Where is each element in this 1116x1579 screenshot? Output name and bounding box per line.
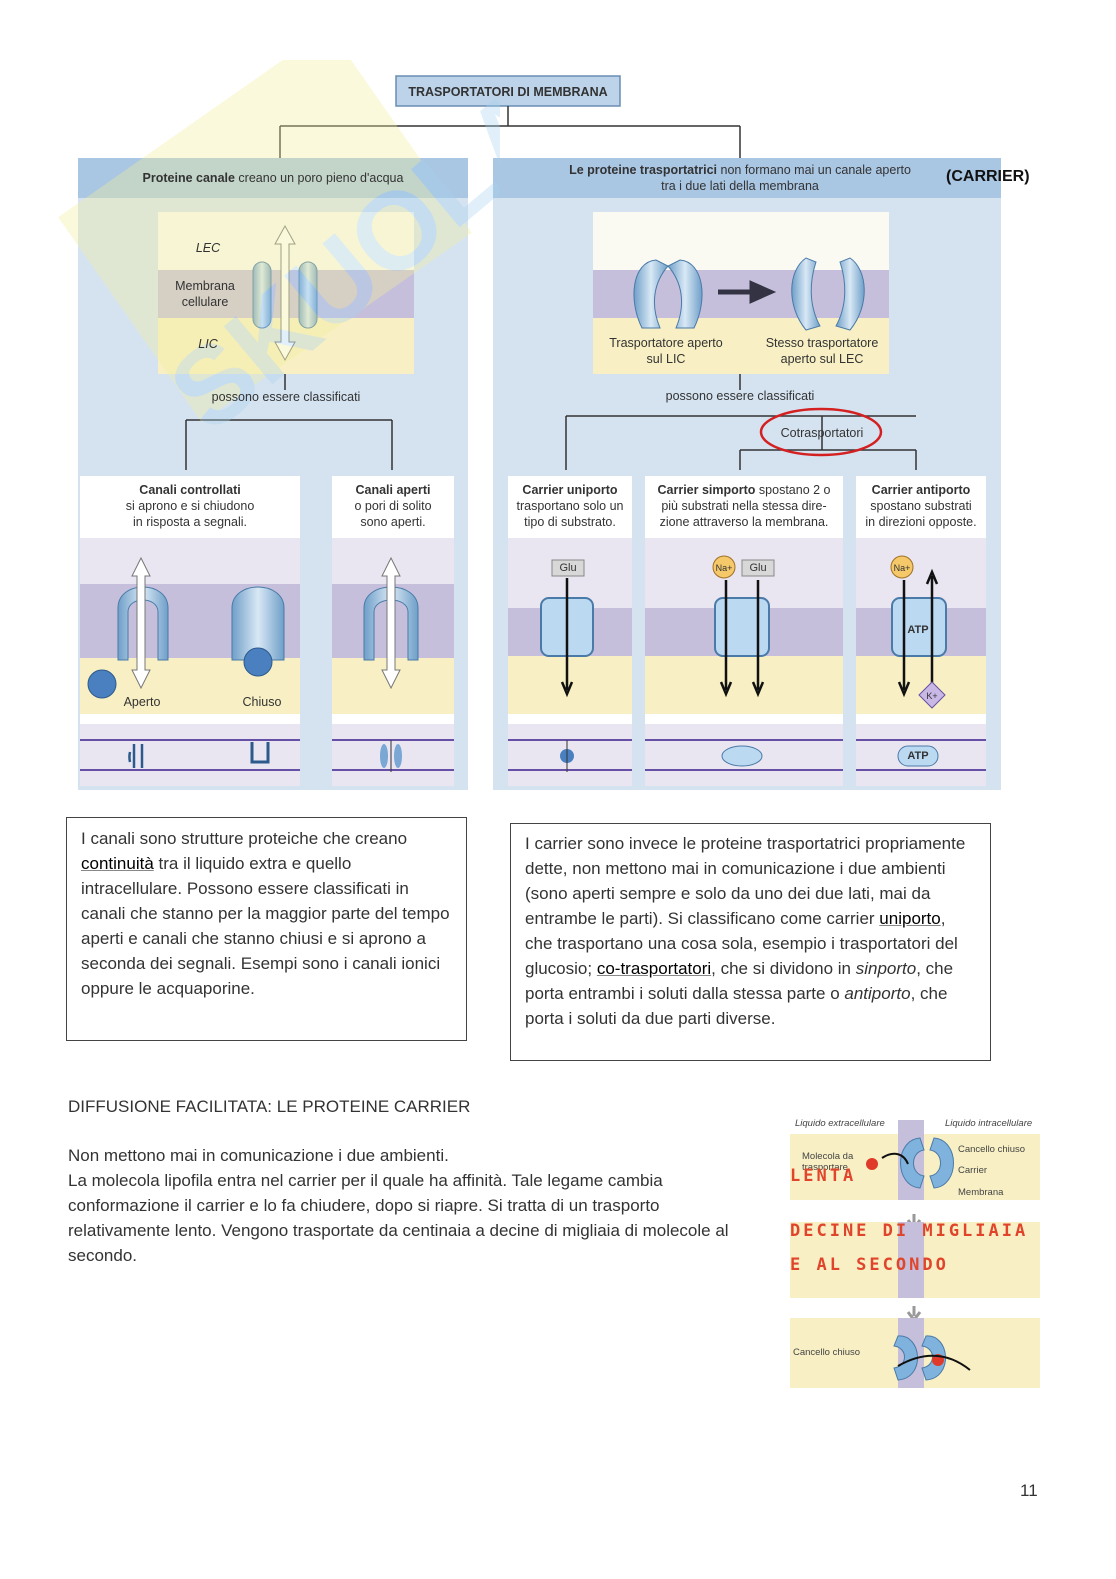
uniport-desc-2: tipo di substrato. xyxy=(524,515,616,529)
box-left-text-1: I canali sono strutture proteiche che cr… xyxy=(81,829,407,848)
atp-label-bottom: ATP xyxy=(898,748,938,764)
gated-desc-2: in risposta a segnali. xyxy=(133,515,247,529)
right-header-rest-1: non formano mai un canale aperto xyxy=(717,163,911,177)
side-membrana: Membrana xyxy=(958,1187,1003,1198)
same-transport: Stesso trasportatore aperto sul LEC xyxy=(752,335,892,367)
right-panel-header-text: Le proteine trasportatrici non formano m… xyxy=(530,162,950,194)
open-title: Canali aperti xyxy=(355,483,430,497)
uniport-caption: Carrier uniporto trasportano solo un tip… xyxy=(508,482,632,530)
box-right-italic-1: sinporto xyxy=(856,959,916,978)
symport-desc-2: più substrati nella stessa dire- xyxy=(661,499,826,513)
section-line-1: Non mettono mai in comunicazione i due a… xyxy=(68,1143,748,1168)
box-right-bold-2: co-trasportatori xyxy=(597,959,711,978)
box-right-text-3: , che si dividono in xyxy=(711,959,856,978)
side-extra: Liquido extracellulare xyxy=(795,1118,885,1129)
symport-desc-3: zione attraverso la membrana. xyxy=(660,515,829,529)
side-molecola-1: Molecola da xyxy=(802,1151,853,1162)
symport-caption: Carrier simporto spostano 2 o più substr… xyxy=(645,482,843,530)
side-cancello-2: Cancello chiuso xyxy=(793,1347,860,1358)
membrane-label-2: cellulare xyxy=(182,295,229,309)
connector xyxy=(280,106,740,158)
atp-label-antiport: ATP xyxy=(898,622,938,638)
gated-desc-1: si aprono e si chiudono xyxy=(126,499,255,513)
antiport-desc-2: in direzioni opposte. xyxy=(865,515,976,529)
side-decine: DECINE DI MIGLIAIA xyxy=(790,1221,1040,1241)
glu-label-uniport: Glu xyxy=(552,560,584,576)
lec-label: LEC xyxy=(178,240,238,256)
antiport-title: Carrier antiporto xyxy=(872,483,971,497)
classified-right: possono essere classificati xyxy=(640,388,840,404)
gated-title: Canali controllati xyxy=(139,483,240,497)
left-header-rest: creano un poro pieno d'acqua xyxy=(235,171,404,185)
chiuso-label: Chiuso xyxy=(232,694,292,710)
box-right-italic-2: antiporto xyxy=(844,984,910,1003)
k-label-antiport: K+ xyxy=(920,688,944,704)
symport-desc-1: spostano 2 o xyxy=(755,483,830,497)
side-lenta: LENTA xyxy=(790,1166,856,1186)
box-left-text-2: tra il liquido extra e quello intracellu… xyxy=(81,854,450,998)
carriers-textbox: I carrier sono invece le proteine traspo… xyxy=(510,823,991,1061)
antiport-caption: Carrier antiporto spostano substrati in … xyxy=(856,482,986,530)
transport-open-lic-2: sul LIC xyxy=(647,352,686,366)
carrier-tag: (CARRIER) xyxy=(946,168,1030,186)
left-panel-header-text: Proteine canale creano un poro pieno d'a… xyxy=(78,170,468,186)
gated-channel-caption: Canali controllati si aprono e si chiudo… xyxy=(80,482,300,530)
lic-label: LIC xyxy=(178,336,238,352)
same-transport-2: aperto sul LEC xyxy=(781,352,864,366)
right-header-rest-2: tra i due lati della membrana xyxy=(661,179,819,193)
diagram-title: TRASPORTATORI DI MEMBRANA xyxy=(396,84,620,100)
transport-open-lic-1: Trasportatore aperto xyxy=(609,336,722,350)
box-left-bold: continuità xyxy=(81,854,154,873)
right-header-bold: Le proteine trasportatrici xyxy=(569,163,717,177)
side-al-secondo: E AL SECONDO xyxy=(790,1255,949,1275)
section-paragraph: La molecola lipofila entra nel carrier p… xyxy=(68,1168,740,1268)
transport-open-lic: Trasportatore aperto sul LIC xyxy=(596,335,736,367)
membrane-transport-diagram xyxy=(0,0,1116,800)
na-label-antiport: Na+ xyxy=(891,560,913,576)
open-channel-caption: Canali aperti o pori di solito sono aper… xyxy=(332,482,454,530)
side-intra: Liquido intracellulare xyxy=(945,1118,1032,1129)
classified-left: possono essere classificati xyxy=(186,389,386,405)
membrane-label-1: Membrana xyxy=(175,279,235,293)
page-number: 11 xyxy=(1020,1478,1038,1503)
glu-label-symport: Glu xyxy=(742,560,774,576)
same-transport-1: Stesso trasportatore xyxy=(766,336,879,350)
channels-textbox: I canali sono strutture proteiche che cr… xyxy=(66,817,467,1041)
side-cancello: Cancello chiuso xyxy=(958,1144,1025,1155)
membrane-label: Membrana cellulare xyxy=(160,278,250,310)
section-heading: DIFFUSIONE FACILITATA: LE PROTEINE CARRI… xyxy=(68,1094,470,1119)
cotrasportatori-label: Cotrasportatori xyxy=(762,425,882,441)
aperto-label: Aperto xyxy=(112,694,172,710)
open-desc-1: o pori di solito xyxy=(354,499,431,513)
side-carrier: Carrier xyxy=(958,1165,987,1176)
antiport-desc-1: spostano substrati xyxy=(870,499,971,513)
box-right-bold-1: uniporto xyxy=(879,909,940,928)
symport-title: Carrier simporto xyxy=(657,483,755,497)
open-desc-2: sono aperti. xyxy=(360,515,425,529)
left-header-bold: Proteine canale xyxy=(143,171,235,185)
na-label-symport: Na+ xyxy=(713,560,735,576)
uniport-title: Carrier uniporto xyxy=(522,483,617,497)
uniport-desc-1: trasportano solo un xyxy=(516,499,623,513)
